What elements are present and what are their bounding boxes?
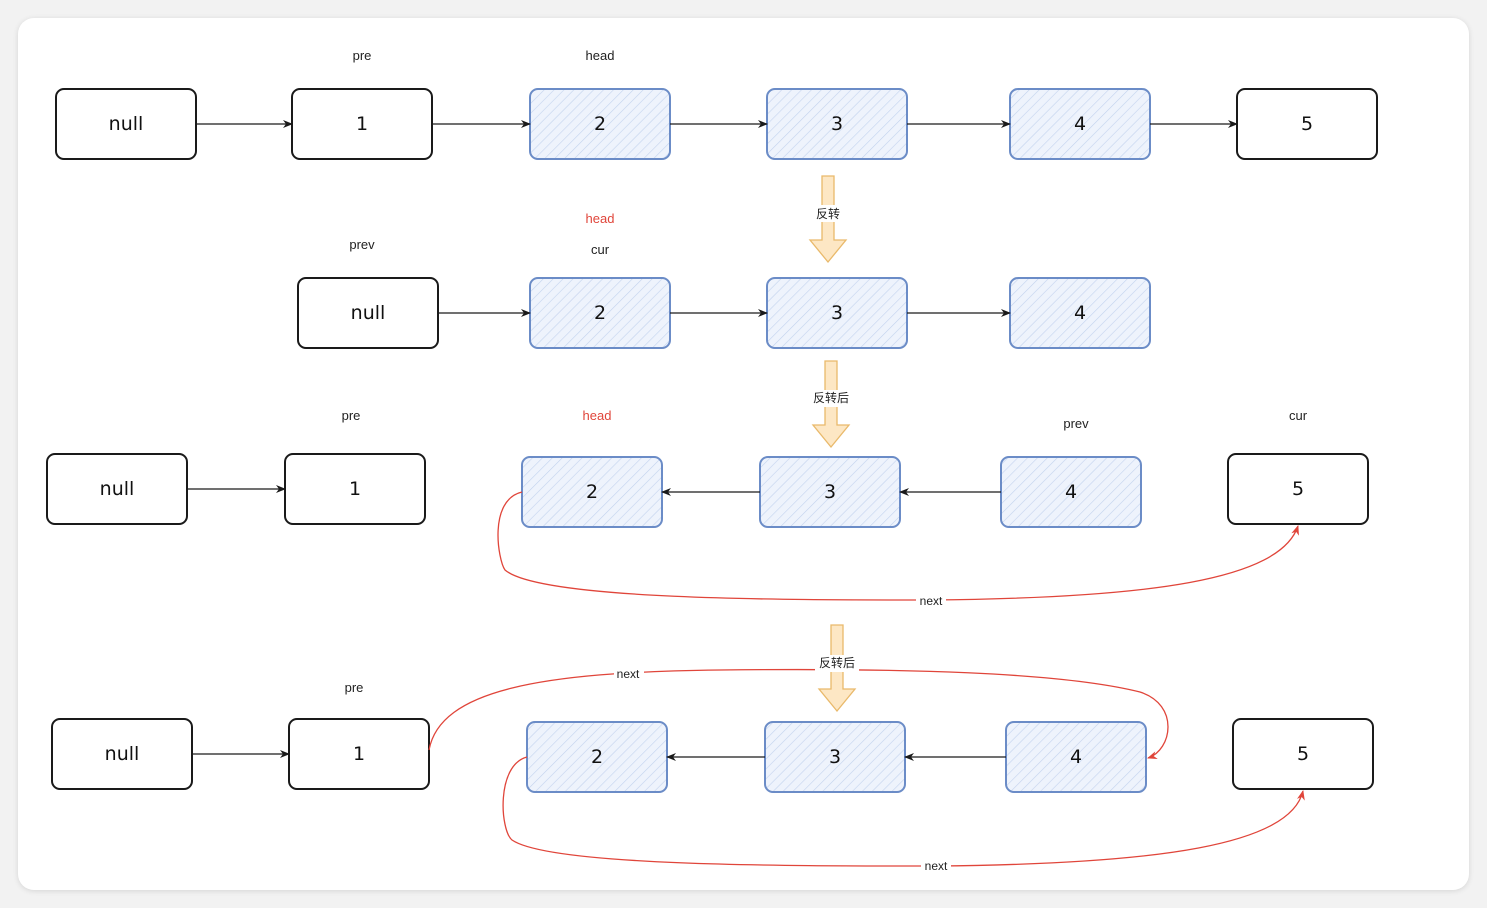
step-label: 反转	[816, 206, 840, 221]
pointer-label-pre: pre	[345, 680, 364, 695]
node-value: 5	[1297, 743, 1309, 765]
step-label: 反转后	[813, 390, 849, 405]
node-1: 1	[291, 88, 433, 160]
node-value: 1	[349, 478, 361, 500]
node-null: null	[51, 718, 193, 790]
node-null: null	[46, 453, 188, 525]
node-value: 3	[831, 113, 843, 135]
row-original-list: pre head null 1 2 3 4 5	[55, 48, 1378, 160]
node-value: 1	[356, 113, 368, 135]
node-5: 5	[1236, 88, 1378, 160]
pointer-label-cur: cur	[591, 242, 610, 257]
node-4: 4	[1005, 721, 1147, 793]
pointer-label-prev: prev	[349, 237, 375, 252]
node-2: 2	[529, 277, 671, 349]
step-arrow-after-reverse: 反转后	[810, 360, 852, 449]
node-null: null	[55, 88, 197, 160]
node-3: 3	[764, 721, 906, 793]
next-link-label: next	[920, 594, 943, 608]
node-3: 3	[759, 456, 901, 528]
node-3: 3	[766, 277, 908, 349]
step-arrow-reverse: 反转	[808, 175, 848, 264]
node-null: null	[297, 277, 439, 349]
node-value: 3	[831, 302, 843, 324]
node-value: null	[109, 113, 144, 135]
step-label: 反转后	[819, 655, 855, 670]
node-5: 5	[1232, 718, 1374, 790]
pointer-label-pre: pre	[353, 48, 372, 63]
node-4: 4	[1000, 456, 1142, 528]
node-value: null	[351, 302, 386, 324]
node-value: 4	[1074, 113, 1086, 135]
row-reconnected: pre null 1 2 3 4 5 next	[51, 667, 1374, 873]
node-1: 1	[284, 453, 426, 525]
node-value: null	[105, 743, 140, 765]
pointer-label-prev: prev	[1063, 416, 1089, 431]
node-value: 1	[353, 743, 365, 765]
row-after-reverse: pre head prev cur null 1 2 3 4 5	[46, 408, 1369, 608]
node-value: 2	[591, 746, 603, 768]
step-label-after-reverse-2: 反转后	[815, 655, 859, 672]
node-value: 5	[1292, 478, 1304, 500]
node-2: 2	[521, 456, 663, 528]
pointer-label-head: head	[583, 408, 612, 423]
node-value: 4	[1065, 481, 1077, 503]
diagram-canvas	[18, 18, 1469, 890]
node-value: 3	[824, 481, 836, 503]
node-value: 2	[586, 481, 598, 503]
node-1: 1	[288, 718, 430, 790]
pointer-label-head: head	[586, 48, 615, 63]
node-value: 5	[1301, 113, 1313, 135]
node-2: 2	[529, 88, 671, 160]
node-3: 3	[766, 88, 908, 160]
node-4: 4	[1009, 277, 1151, 349]
row-sublist-to-reverse: head prev cur null 2 3 4	[297, 211, 1151, 349]
next-link-curve	[497, 491, 1299, 601]
node-value: 2	[594, 113, 606, 135]
node-value: 4	[1070, 746, 1082, 768]
pointer-label-pre: pre	[342, 408, 361, 423]
node-value: 2	[594, 302, 606, 324]
node-2: 2	[526, 721, 668, 793]
node-value: 3	[829, 746, 841, 768]
node-value: 4	[1074, 302, 1086, 324]
next-link-label: next	[925, 859, 948, 873]
pointer-label-head: head	[586, 211, 615, 226]
node-5: 5	[1227, 453, 1369, 525]
next-link-label: next	[617, 667, 640, 681]
next-link-curve-bottom	[502, 756, 1305, 867]
next-link-curve-top	[428, 668, 1169, 759]
node-value: null	[100, 478, 135, 500]
pointer-label-cur: cur	[1289, 408, 1308, 423]
node-4: 4	[1009, 88, 1151, 160]
